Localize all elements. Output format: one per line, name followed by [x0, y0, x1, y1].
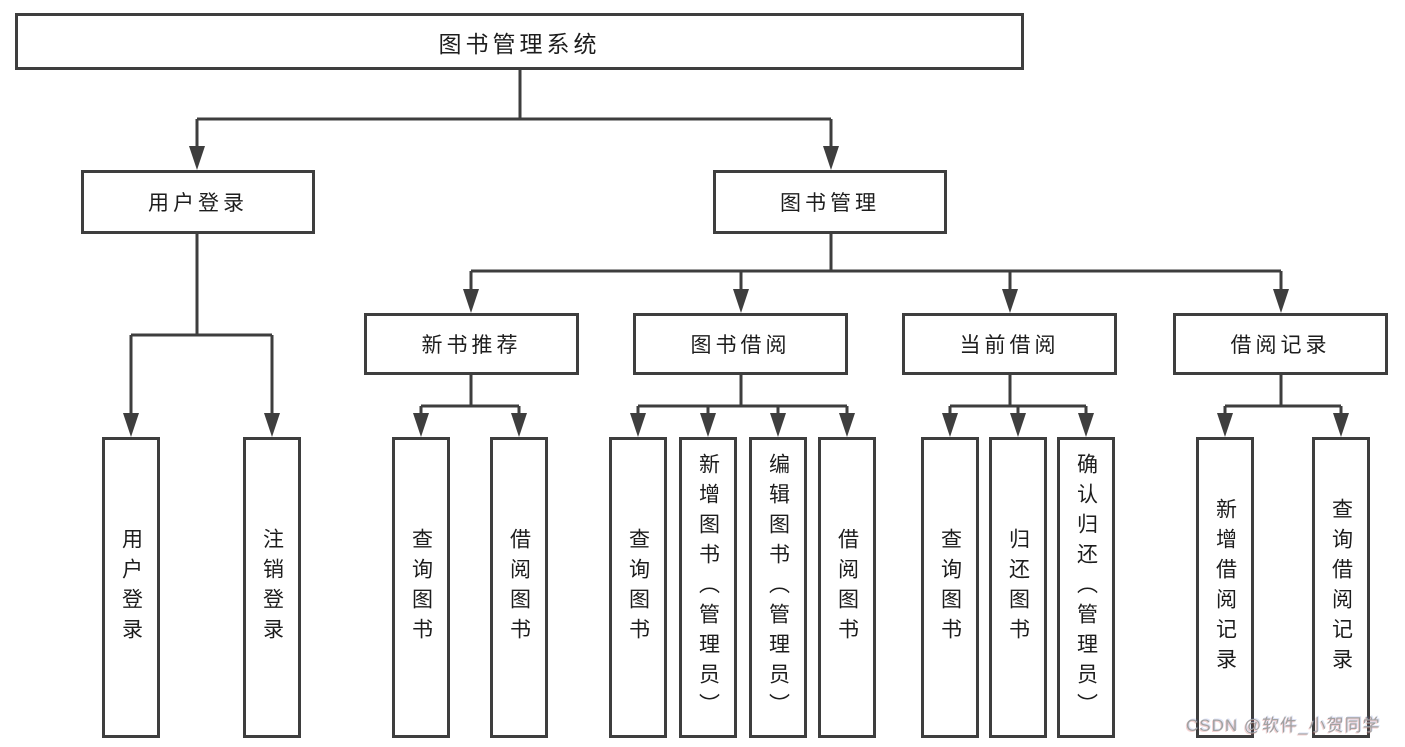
leaf-borrow-books-recommend: 借阅图书: [490, 437, 548, 738]
leaf-logout: 注销登录: [243, 437, 301, 738]
leaf-query-books-recommend: 查询图书: [392, 437, 450, 738]
arrowhead: [463, 289, 479, 313]
leaf-user-login: 用户登录: [102, 437, 160, 738]
leaf-add-book-admin-label: 新增图书（管理员）: [696, 452, 720, 723]
node-book-borrowing-label: 图书借阅: [690, 334, 791, 357]
leaf-edit-book-admin: 编辑图书（管理员）: [749, 437, 807, 738]
arrowhead: [700, 413, 716, 437]
leaf-query-books-current-label: 查询图书: [938, 527, 962, 648]
arrowhead: [839, 413, 855, 437]
node-borrowing-records-label: 借阅记录: [1230, 334, 1331, 357]
leaf-confirm-return-admin-label: 确认归还（管理员）: [1074, 452, 1098, 723]
arrowhead: [733, 289, 749, 313]
leaf-add-borrow-record: 新增借阅记录: [1196, 437, 1254, 738]
leaf-return-book: 归还图书: [989, 437, 1047, 738]
arrowhead: [1273, 289, 1289, 313]
leaf-query-books-borrowing: 查询图书: [609, 437, 667, 738]
node-book-management-label: 图书管理: [780, 192, 880, 215]
node-root-label: 图书管理系统: [438, 30, 601, 57]
node-user-login: 用户登录: [81, 170, 315, 234]
arrowhead: [770, 413, 786, 437]
leaf-user-login-label: 用户登录: [119, 527, 143, 648]
leaf-confirm-return-admin: 确认归还（管理员）: [1057, 437, 1115, 738]
leaf-edit-book-admin-label: 编辑图书（管理员）: [766, 452, 790, 723]
node-new-book-recommend-label: 新书推荐: [421, 334, 522, 357]
arrowhead: [1078, 413, 1094, 437]
leaf-query-books-recommend-label: 查询图书: [409, 527, 433, 648]
leaf-borrow-books-borrowing-label: 借阅图书: [835, 527, 859, 648]
leaf-add-borrow-record-label: 新增借阅记录: [1213, 497, 1237, 678]
node-new-book-recommend: 新书推荐: [364, 313, 579, 375]
csdn-watermark: CSDN @软件_小贺同学: [1186, 716, 1381, 735]
arrowhead: [413, 413, 429, 437]
arrowhead: [189, 146, 205, 170]
arrowhead: [1333, 413, 1349, 437]
arrowhead: [942, 413, 958, 437]
leaf-borrow-books-borrowing: 借阅图书: [818, 437, 876, 738]
node-user-login-label: 用户登录: [148, 192, 248, 215]
node-current-borrowing-label: 当前借阅: [959, 334, 1060, 357]
arrowhead: [1002, 289, 1018, 313]
connector-path: [129, 69, 1343, 418]
leaf-query-borrow-record-label: 查询借阅记录: [1329, 497, 1353, 678]
arrowhead: [123, 413, 139, 437]
node-current-borrowing: 当前借阅: [902, 313, 1117, 375]
arrowhead: [511, 413, 527, 437]
leaf-add-book-admin: 新增图书（管理员）: [679, 437, 737, 738]
leaf-borrow-books-recommend-label: 借阅图书: [507, 527, 531, 648]
node-borrowing-records: 借阅记录: [1173, 313, 1388, 375]
node-book-management: 图书管理: [713, 170, 947, 234]
node-book-borrowing: 图书借阅: [633, 313, 848, 375]
arrowhead: [1010, 413, 1026, 437]
leaf-return-book-label: 归还图书: [1006, 527, 1030, 648]
arrowhead: [630, 413, 646, 437]
leaf-query-borrow-record: 查询借阅记录: [1312, 437, 1370, 738]
node-root: 图书管理系统: [15, 13, 1024, 70]
leaf-query-books-current: 查询图书: [921, 437, 979, 738]
arrowhead: [264, 413, 280, 437]
leaf-logout-label: 注销登录: [260, 527, 284, 648]
leaf-query-books-borrowing-label: 查询图书: [626, 527, 650, 648]
arrowhead: [1217, 413, 1233, 437]
arrowhead: [823, 146, 839, 170]
